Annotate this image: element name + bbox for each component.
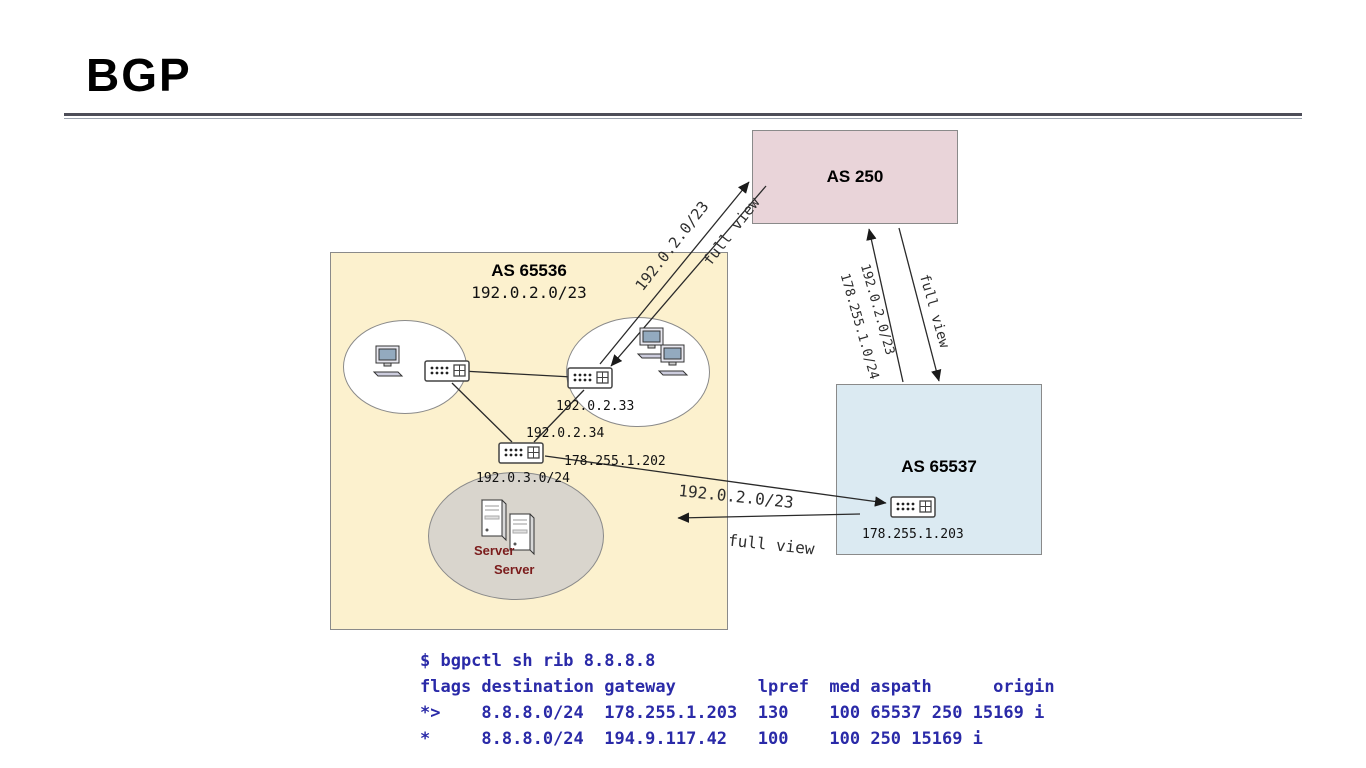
server-label: Server: [494, 562, 535, 577]
router-icon: [890, 494, 936, 520]
prefix-label-192-0-3-0-24: 192.0.3.0/24: [476, 471, 570, 486]
terminal-output: $ bgpctl sh rib 8.8.8.8 flags destinatio…: [420, 648, 1055, 752]
ip-label-178-255-1-203: 178.255.1.203: [862, 527, 964, 542]
link-label-fullview-as65537-as65536: full view: [727, 530, 816, 559]
as250-label: AS 250: [826, 167, 884, 186]
as65537-label: AS 65537: [901, 457, 977, 476]
title-divider: [64, 113, 1302, 119]
page-title: BGP: [86, 49, 192, 101]
terminal-line: * 8.8.8.0/24 194.9.117.42 100 100 250 15…: [420, 729, 983, 749]
router-icon: [498, 440, 544, 466]
router-icon: [567, 365, 613, 391]
terminal-line: *> 8.8.8.0/24 178.255.1.203 130 100 6553…: [420, 703, 1045, 723]
as65537-box: AS 65537: [836, 384, 1042, 555]
ip-label-178-255-1-202: 178.255.1.202: [564, 454, 666, 469]
server-label: Server: [474, 543, 515, 558]
computer-icon: [655, 343, 691, 377]
as65536-prefix-label: 192.0.2.0/23: [471, 283, 587, 302]
as65536-label: AS 65536: [491, 261, 567, 280]
terminal-line: $ bgpctl sh rib 8.8.8.8: [420, 651, 656, 671]
ip-label-192-0-2-33: 192.0.2.33: [556, 399, 635, 414]
ip-label-192-0-2-34: 192.0.2.34: [526, 426, 605, 441]
link-label-fullview-as250-as65537: full view: [915, 272, 953, 350]
server-icon: [507, 511, 537, 557]
computer-icon: [370, 344, 406, 378]
server-icon: [479, 497, 509, 543]
router-icon: [424, 358, 470, 384]
as250-box: AS 250: [752, 130, 958, 224]
terminal-line: flags destination gateway lpref med aspa…: [420, 677, 1055, 697]
